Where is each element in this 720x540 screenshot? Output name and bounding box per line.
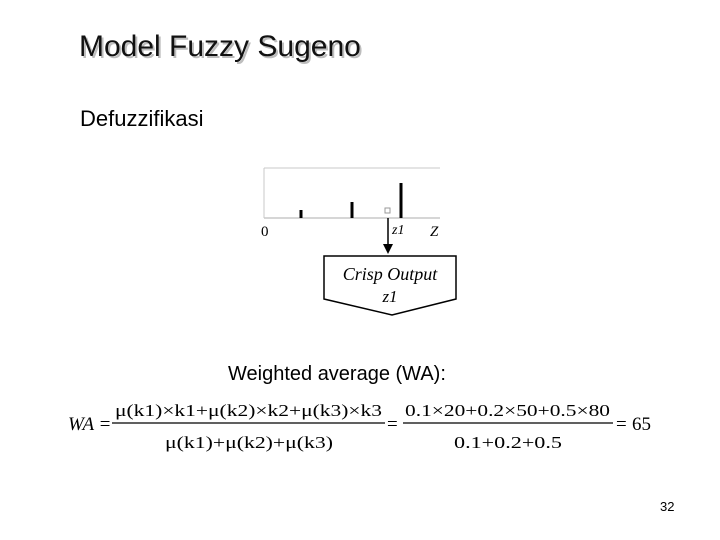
page-number: 32 <box>660 499 675 514</box>
weighted-average-formula: WA = μ(k1)×k1+μ(k2)×k2+μ(k3)×k3 μ(k1)+μ(… <box>68 401 651 452</box>
axis-origin-label: 0 <box>261 224 269 240</box>
formula-denominator-numeric: 0.1+0.2+0.5 <box>454 433 562 452</box>
crisp-output-shape <box>323 255 457 316</box>
z1-marker <box>384 207 391 214</box>
formula-equals-1: = <box>387 414 398 435</box>
crisp-output-z1-label: z1 <box>381 287 397 306</box>
formula-denominator-symbolic: μ(k1)+μ(k2)+μ(k3) <box>165 433 333 452</box>
formula-numerator-symbolic: μ(k1)×k1+μ(k2)×k2+μ(k3)×k3 <box>115 401 382 420</box>
formula-equals-2: = <box>616 414 627 435</box>
crisp-output-label: Crisp Output <box>343 264 439 284</box>
weighted-average-label: Weighted average (WA): <box>228 363 446 385</box>
formula-numerator-numeric: 0.1×20+0.2×50+0.5×80 <box>405 401 610 420</box>
axis-z-label: Z <box>430 224 439 240</box>
formula-lhs: WA = <box>68 414 111 435</box>
formula-result: 65 <box>632 414 651 435</box>
slide-title: Model Fuzzy Sugeno <box>79 30 361 63</box>
arrow-head-icon <box>383 244 393 254</box>
defuzzification-diagram: 0 z1 Z Crisp Output z1 <box>261 167 457 316</box>
axis-z1-label: z1 <box>391 223 404 238</box>
slide-subtitle: Defuzzifikasi <box>80 106 204 131</box>
